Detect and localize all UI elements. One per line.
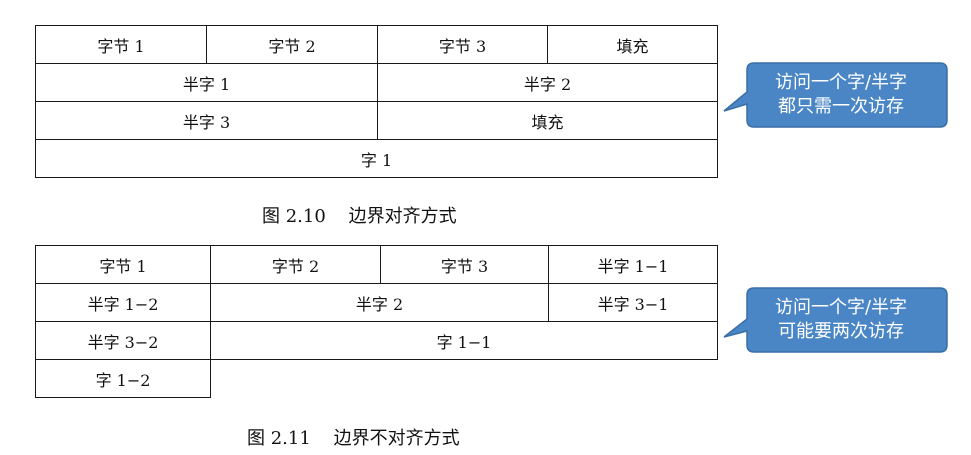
figure-2-11-table: 字节 1 字节 2 字节 3 半字 1−1 半字 1−2 半字 2 半字 3−1… [35, 245, 718, 398]
cell-padding-2: 填充 [377, 101, 718, 140]
callout-unaligned-line-2: 可能要两次访存 [778, 321, 904, 342]
cell-halfword-3-2: 半字 3−2 [35, 321, 211, 360]
cell-word-1-2: 字 1−2 [35, 359, 211, 398]
figure-2-10-table: 字节 1 字节 2 字节 3 填充 半字 1 半字 2 半字 3 填充 字 1 [35, 25, 718, 178]
callout-aligned-line-1: 访问一个字/半字 [774, 72, 908, 93]
cell-halfword-2: 半字 2 [210, 283, 549, 322]
cell-byte-1: 字节 1 [35, 25, 207, 64]
cell-byte-2: 字节 2 [210, 245, 381, 284]
cell-word-1: 字 1 [35, 139, 718, 178]
caption-figure-2-10: 图 2.10 边界对齐方式 [262, 206, 457, 227]
cell-byte-3: 字节 3 [380, 245, 549, 284]
caption-figure-2-11: 图 2.11 边界不对齐方式 [247, 428, 460, 449]
cell-byte-3: 字节 3 [377, 25, 548, 64]
callout-bubble-shape [723, 62, 948, 128]
callout-bubble-shape [723, 287, 948, 353]
cell-word-1-1: 字 1−1 [210, 321, 718, 360]
cell-halfword-1-1: 半字 1−1 [548, 245, 718, 284]
cell-byte-2: 字节 2 [206, 25, 378, 64]
cell-padding: 填充 [547, 25, 718, 64]
callout-unaligned-line-1: 访问一个字/半字 [774, 297, 908, 318]
cell-halfword-1: 半字 1 [35, 63, 378, 102]
callout-aligned: 访问一个字/半字 都只需一次访存 [722, 62, 948, 128]
callout-unaligned: 访问一个字/半字 可能要两次访存 [722, 287, 948, 353]
cell-halfword-3-1: 半字 3−1 [548, 283, 718, 322]
cell-byte-1: 字节 1 [35, 245, 211, 284]
cell-halfword-3: 半字 3 [35, 101, 378, 140]
callout-aligned-line-2: 都只需一次访存 [778, 96, 904, 117]
cell-halfword-2: 半字 2 [377, 63, 718, 102]
cell-halfword-1-2: 半字 1−2 [35, 283, 211, 322]
